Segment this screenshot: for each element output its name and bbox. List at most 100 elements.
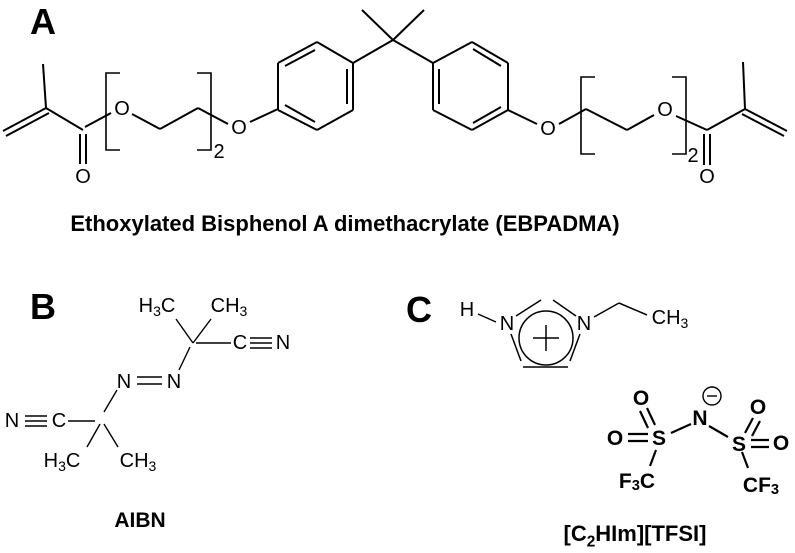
- bond: [744, 417, 754, 434]
- bond: [352, 39, 394, 64]
- bond: [192, 318, 212, 344]
- bond: [361, 9, 394, 41]
- atom-label: N: [500, 313, 514, 335]
- bond: [585, 108, 628, 131]
- atom-label: CF3: [743, 474, 779, 499]
- atom-label: O: [75, 166, 91, 188]
- bond: [432, 109, 473, 131]
- atom-label: O: [633, 387, 649, 410]
- bond: [552, 299, 577, 317]
- atom-label: O: [750, 396, 766, 419]
- bond: [2, 107, 47, 132]
- atom-label: O: [773, 432, 789, 455]
- bond: [639, 410, 649, 429]
- bond: [558, 108, 587, 125]
- atom-label: O: [231, 117, 247, 139]
- atom-label: H3C: [139, 295, 176, 319]
- atom-label: C: [52, 410, 66, 432]
- bond: [471, 109, 509, 131]
- bond: [472, 48, 502, 67]
- bond: [316, 109, 354, 131]
- atom-label: N: [117, 371, 131, 393]
- bond: [5, 112, 50, 137]
- bond: [316, 41, 354, 64]
- bond: [45, 107, 84, 131]
- atom-label: 2: [687, 145, 698, 167]
- atom-label: 2: [213, 141, 224, 163]
- atom-label: C: [233, 332, 247, 354]
- bond: [42, 63, 47, 109]
- bond: [751, 420, 761, 437]
- bond: [740, 451, 750, 469]
- bond: [284, 49, 316, 67]
- atom-label: N: [577, 313, 591, 335]
- bond: [432, 41, 473, 64]
- bond: [392, 9, 425, 41]
- molecule-imidazolium-cation: H N N CH3: [460, 299, 689, 368]
- atom-label: O: [540, 118, 556, 140]
- caption-ionic-liquid: [C2HIm][TFSI]: [563, 521, 707, 551]
- bond: [706, 108, 746, 131]
- bond: [197, 107, 229, 125]
- bond: [284, 104, 316, 123]
- atom-label: CH3: [120, 450, 157, 474]
- repeat-bracket: [197, 72, 212, 151]
- atom-label: F3C: [619, 470, 655, 495]
- bond: [175, 318, 194, 344]
- panel-letter-b: B: [30, 286, 56, 327]
- atom-label: O: [114, 98, 130, 120]
- atom-label: O: [699, 166, 715, 188]
- atom-label: N: [692, 407, 707, 430]
- bond: [626, 114, 655, 131]
- bond: [670, 422, 692, 435]
- atom-label: H: [460, 299, 474, 321]
- bond: [178, 346, 191, 371]
- bond: [510, 333, 522, 362]
- bond: [86, 423, 101, 448]
- repeat-bracket: [580, 76, 595, 155]
- bond: [618, 302, 648, 316]
- repeat-bracket: [105, 72, 120, 151]
- bond: [277, 109, 318, 131]
- atom-label: CH3: [211, 295, 248, 319]
- bond: [103, 389, 118, 413]
- panel-letter-a: A: [30, 1, 56, 42]
- bond: [472, 106, 502, 124]
- bond: [277, 41, 318, 64]
- charge-circle: [702, 386, 722, 406]
- bond: [249, 108, 279, 123]
- caption-aibn: AIBN: [114, 509, 166, 532]
- atom-label: N: [276, 332, 290, 354]
- bond: [569, 333, 581, 362]
- atom-label: CH3: [652, 307, 689, 331]
- bond: [742, 61, 746, 110]
- bond: [159, 107, 199, 130]
- atom-label: H3C: [44, 450, 81, 474]
- atom-label: N: [167, 371, 181, 393]
- bond: [392, 39, 434, 64]
- bond: [744, 108, 788, 132]
- atom-label: O: [607, 427, 623, 450]
- bond: [84, 112, 112, 128]
- bond: [708, 425, 729, 438]
- atom-label: S: [652, 427, 666, 450]
- bond: [131, 113, 161, 130]
- atom-label: S: [732, 433, 746, 456]
- bond: [646, 407, 656, 426]
- bond: [648, 449, 658, 467]
- atom-label: N: [5, 410, 19, 432]
- bond: [103, 423, 119, 448]
- caption-ebpadma: Ethoxylated Bisphenol A dimethacrylate (…: [70, 211, 620, 236]
- bond: [477, 313, 497, 323]
- bond: [675, 115, 708, 131]
- atom-label: O: [657, 99, 673, 121]
- bond: [507, 109, 538, 125]
- bond: [515, 299, 542, 317]
- repeat-bracket: [672, 76, 687, 155]
- bond: [741, 113, 785, 137]
